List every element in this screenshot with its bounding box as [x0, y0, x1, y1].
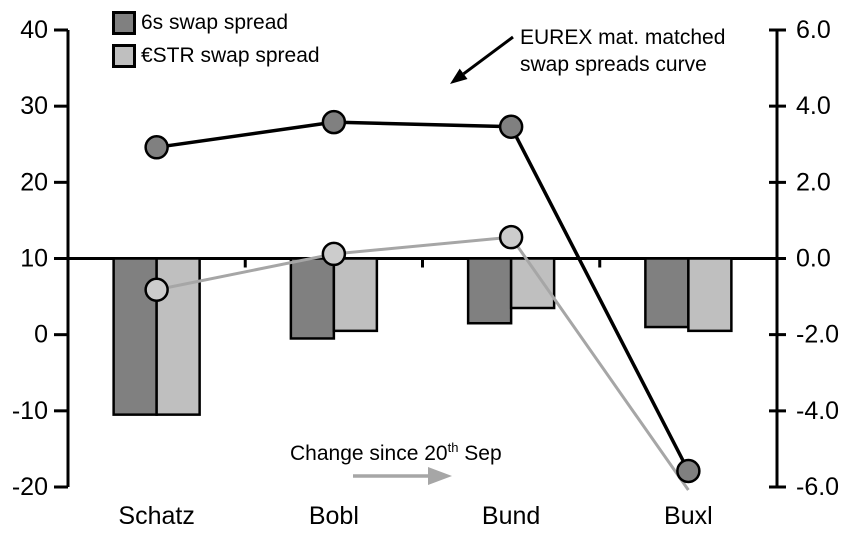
legend: 6s swap spread €STR swap spread [112, 11, 320, 78]
estr-marker-schatz [144, 277, 169, 302]
eurex-annotation-line2: swap spreads curve [520, 53, 707, 76]
estr-curve-line [156, 235, 690, 491]
6s-marker-buxl [676, 458, 701, 484]
legend-swatch-6s-icon [112, 11, 136, 35]
eurex-arrow-shaft [462, 35, 514, 76]
bar-6s-buxl [644, 257, 690, 329]
6s-marker-bobl [321, 109, 347, 135]
category-label-schatz: Schatz [118, 502, 194, 530]
right-axis-tick-label: -4.0 [796, 397, 839, 425]
eurex-annotation: EUREX mat. matched swap spreads curve [520, 24, 725, 78]
legend-label-6s: 6s swap spread [141, 11, 289, 34]
estr-marker-bobl [321, 241, 347, 267]
right-axis-tick-label: 6.0 [796, 16, 831, 44]
left-axis-tick-label: 20 [20, 168, 48, 196]
left-axis-tick-label: 40 [20, 16, 48, 44]
legend-item-6s: 6s swap spread [112, 11, 320, 35]
left-axis-tick-label: 30 [20, 92, 48, 120]
right-axis-tick-label: -6.0 [796, 473, 839, 501]
right-axis-tick-label: 4.0 [796, 92, 831, 120]
right-axis-tick-label: 2.0 [796, 168, 831, 196]
bar-estr-buxl [687, 257, 733, 333]
left-axis-tick-label: -10 [12, 397, 48, 425]
bar-6s-bund [466, 257, 513, 325]
category-label-bund: Bund [482, 502, 540, 530]
right-axis-tick-label: 0.0 [796, 245, 831, 273]
change-annotation-superscript: th [447, 440, 459, 455]
change-annotation: Change since 20th Sep [290, 440, 502, 465]
legend-item-estr: €STR swap spread [112, 44, 320, 68]
bar-6s-bobl [289, 257, 336, 340]
eurex-arrow-head-icon [450, 68, 468, 84]
legend-swatch-estr-icon [112, 44, 136, 68]
legend-label-estr: €STR swap spread [141, 44, 320, 67]
estr-marker-bund [498, 224, 524, 250]
6s-marker-bund [498, 114, 524, 139]
6s-marker-schatz [144, 135, 169, 160]
category-label-buxl: Buxl [664, 502, 713, 530]
change-arrow-head-icon [428, 467, 452, 485]
category-label-bobl: Bobl [309, 502, 359, 530]
6s-curve-line [156, 120, 690, 472]
bar-estr-bund [509, 257, 556, 310]
right-axis-tick-label: -2.0 [796, 321, 839, 349]
left-axis-tick-label: -20 [12, 473, 48, 501]
left-axis-tick-label: 10 [20, 245, 48, 273]
eurex-annotation-line1: EUREX mat. matched [520, 26, 726, 49]
bar-estr-bobl [332, 257, 379, 333]
left-axis-tick-label: 0 [34, 321, 48, 349]
